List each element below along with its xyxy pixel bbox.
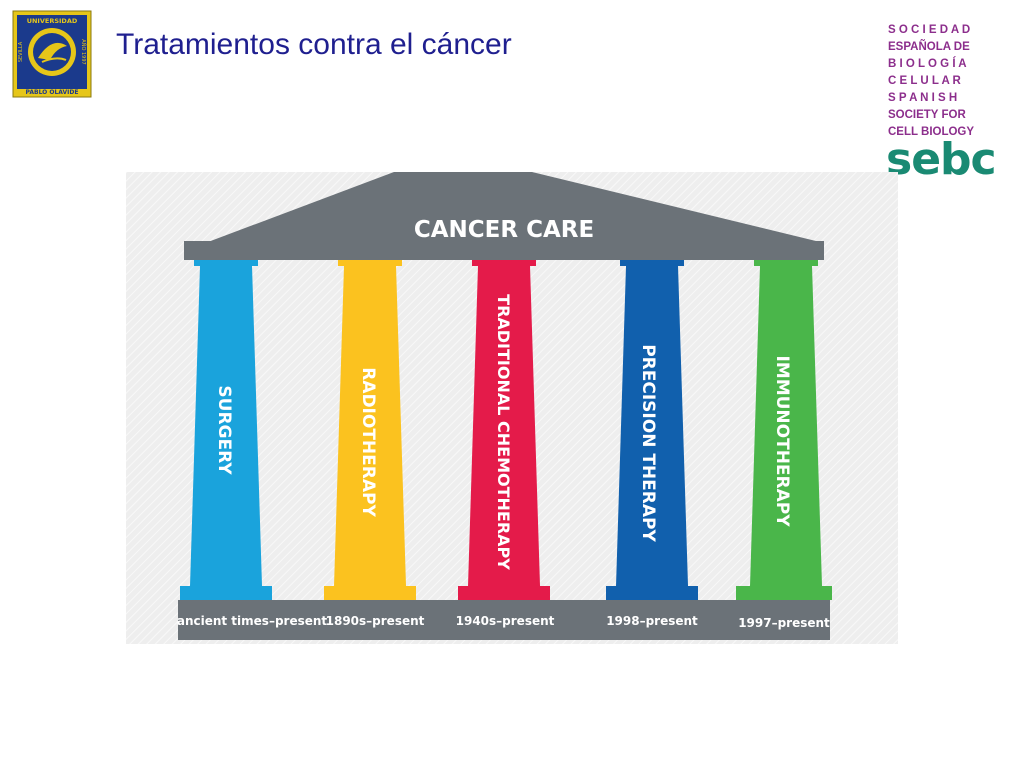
pillar-precision-therapy: PRECISION THERAPY bbox=[606, 260, 698, 600]
society-logo-line: S P A N I S H bbox=[888, 92, 958, 104]
pillar-label-immunotherapy: IMMUNOTHERAPY bbox=[772, 355, 792, 527]
pillar-base bbox=[178, 600, 830, 640]
society-logo-line: C E L U L A R bbox=[888, 75, 961, 87]
society-logo-line: CELL BIOLOGY bbox=[888, 126, 975, 138]
slide-title: Tratamientos contra el cáncer bbox=[116, 28, 512, 61]
university-logo-right-text: AÑO 1997 bbox=[80, 39, 87, 64]
pillar-label-radiotherapy: RADIOTHERAPY bbox=[358, 367, 378, 517]
pillar-radiotherapy: RADIOTHERAPY bbox=[324, 260, 416, 600]
society-logo-line: S O C I E D A D bbox=[888, 24, 971, 36]
society-logo-line: SOCIETY FOR bbox=[888, 109, 966, 121]
period-surgery: ancient times–present bbox=[177, 614, 328, 628]
society-logo: S O C I E D A D ESPAÑOLA DE B I O L O G … bbox=[884, 24, 997, 185]
society-logo-wordmark: sebc bbox=[886, 134, 997, 185]
roof bbox=[208, 172, 820, 242]
period-radiotherapy: 1890s–present bbox=[326, 614, 425, 628]
pillar-traditional-chemotherapy: TRADITIONAL CHEMOTHERAPY bbox=[458, 260, 550, 600]
pillar-label-surgery: SURGERY bbox=[214, 385, 234, 475]
roof-label: CANCER CARE bbox=[414, 217, 594, 243]
pillar-label-precision-therapy: PRECISION THERAPY bbox=[638, 344, 658, 542]
society-logo-line: ESPAÑOLA DE bbox=[888, 41, 970, 53]
university-logo-bottom-text: PABLO OLAVIDE bbox=[26, 89, 79, 96]
period-traditional-chemotherapy: 1940s–present bbox=[456, 614, 555, 628]
period-immunotherapy: 1997–present bbox=[738, 616, 830, 630]
society-logo-line: B I O L O G Í A bbox=[888, 58, 967, 70]
pillar-label-traditional-chemotherapy: TRADITIONAL CHEMOTHERAPY bbox=[494, 294, 513, 570]
university-logo-top-text: UNIVERSIDAD bbox=[27, 17, 78, 25]
period-precision-therapy: 1998–present bbox=[606, 614, 698, 628]
pillar-surgery: SURGERY bbox=[180, 260, 272, 600]
university-logo: UNIVERSIDAD SEVILLA AÑO 1997 PABLO OLAVI… bbox=[12, 10, 92, 98]
cancer-care-diagram: CANCER CARE SURGERY RADIOTHERAPY TRADITI… bbox=[126, 172, 898, 644]
university-logo-left-text: SEVILLA bbox=[18, 41, 24, 62]
roof-beam bbox=[184, 241, 824, 260]
pillar-immunotherapy: IMMUNOTHERAPY bbox=[736, 260, 832, 600]
